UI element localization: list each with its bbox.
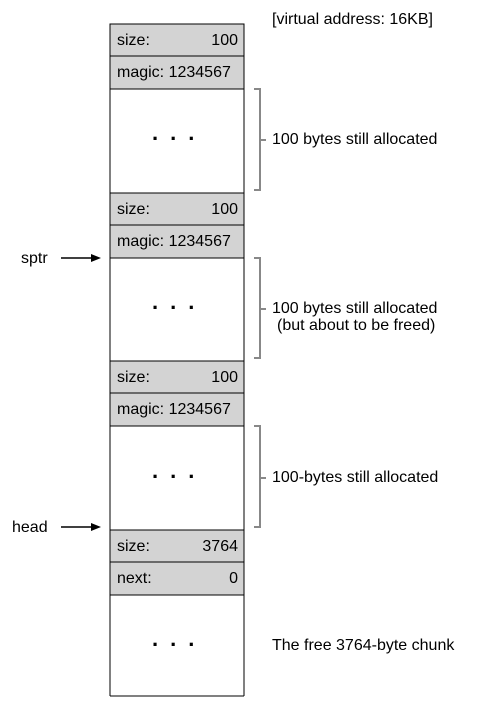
header-1-magic-label: magic: 1234567 [117, 64, 231, 81]
annotation-1: 100 bytes still allocated [272, 131, 438, 148]
bracket-3 [254, 425, 266, 528]
annotation-2-line2: (but about to be freed) [277, 317, 436, 334]
header-2-magic-label: magic: 1234567 [117, 233, 231, 250]
header-block-4-next-cell [109, 561, 245, 596]
bracket-2 [254, 257, 266, 359]
bracket-1 [254, 88, 266, 191]
header-block-3-magic-cell [109, 392, 245, 427]
header-block-2-magic-cell [109, 224, 245, 259]
head-arrow [61, 523, 101, 531]
ellipsis-3: ... [152, 458, 207, 483]
head-label: head [12, 519, 48, 536]
header-4-size-value: 3764 [202, 538, 238, 555]
annotation-2-line1: 100 bytes still allocated [272, 300, 438, 317]
header-3-size-label: size: [117, 369, 150, 386]
annotation-3: 100-bytes still allocated [272, 469, 439, 486]
header-1-size-label: size: [117, 32, 150, 49]
header-block-1-size-cell [109, 23, 245, 57]
header-2-size-label: size: [117, 201, 150, 218]
memory-region-walls [109, 89, 245, 697]
header-4-next-value: 0 [229, 570, 238, 587]
header-4-next-label: next: [117, 570, 152, 587]
header-3-magic-label: magic: 1234567 [117, 401, 231, 418]
header-1-size-value: 100 [211, 32, 238, 49]
sptr-label: sptr [21, 250, 48, 267]
ellipsis-1: ... [152, 120, 207, 145]
header-3-size-value: 100 [211, 369, 238, 386]
annotation-4: The free 3764-byte chunk [272, 637, 455, 654]
ellipsis-2: ... [152, 289, 207, 314]
virtual-address-label: [virtual address: 16KB] [272, 11, 433, 28]
header-block-1-magic-cell [109, 55, 245, 90]
sptr-arrow [61, 254, 101, 262]
header-4-size-label: size: [117, 538, 150, 555]
header-2-size-value: 100 [211, 201, 238, 218]
ellipsis-4: ... [152, 626, 207, 651]
header-block-2-size-cell [109, 192, 245, 226]
